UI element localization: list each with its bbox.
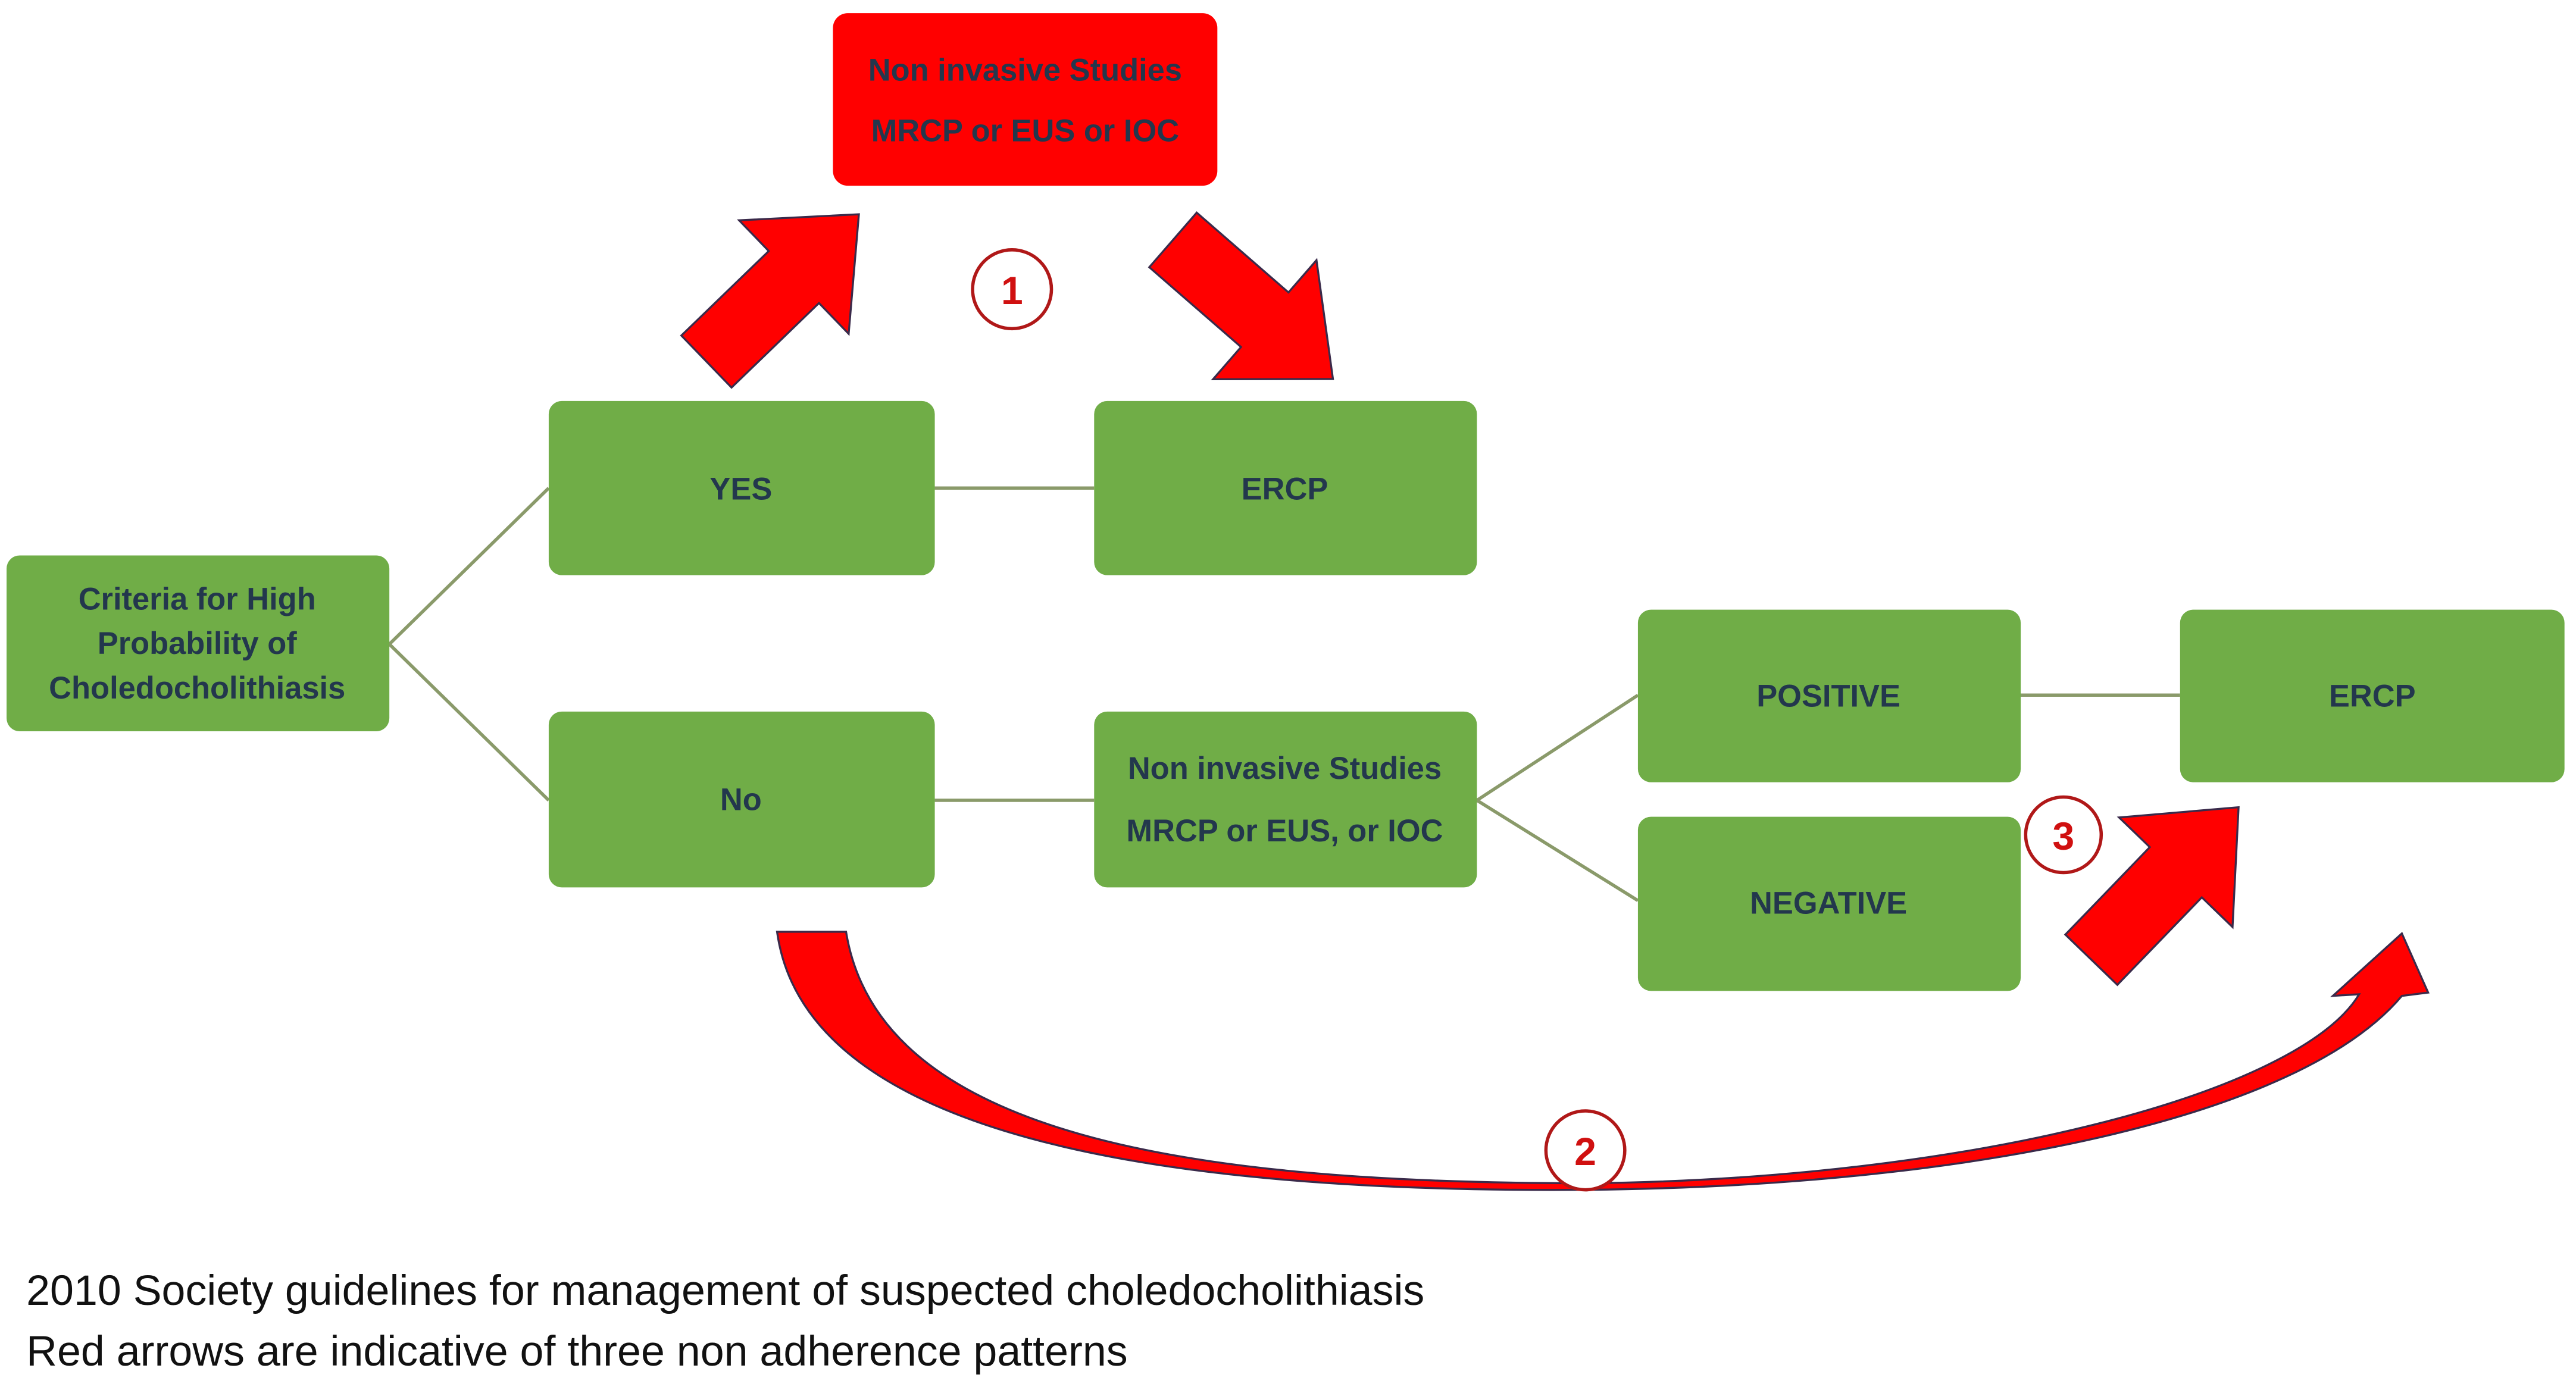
marker-1-label: 1 [1001, 269, 1023, 313]
no-box: No [548, 711, 935, 888]
criteria-line1: Criteria for High [79, 583, 316, 617]
arrow-up-right-icon [680, 213, 860, 389]
marker-3-label: 3 [2052, 815, 2074, 859]
criteria-line2: Probability of [98, 627, 297, 661]
negative-box: NEGATIVE [1637, 816, 2021, 991]
marker-3: 3 [2024, 795, 2103, 875]
caption-line2: Red arrows are indicative of three non a… [26, 1327, 1128, 1375]
negative-label: NEGATIVE [1750, 887, 1907, 921]
non-invasive-line1: Non invasive Studies [1128, 752, 1442, 786]
positive-box: POSITIVE [1637, 609, 2021, 782]
no-label: No [720, 783, 762, 818]
caption-line1: 2010 Society guidelines for management o… [26, 1267, 1424, 1314]
arrow-negative-to-ercp-icon [2064, 806, 2240, 987]
curved-arrow-icon [776, 931, 2430, 1191]
criteria-line3: Choledocholithiasis [49, 671, 345, 706]
ercp-top-label: ERCP [1242, 472, 1328, 507]
non-invasive-red-box: Non invasive Studies MRCP or EUS or IOC [833, 13, 1218, 186]
marker-1: 1 [971, 248, 1053, 331]
criteria-box: Criteria for High Probability of Choledo… [7, 555, 390, 732]
connector-noninvasive-positive [1475, 693, 1639, 802]
non-invasive-red-line1: Non invasive Studies [868, 53, 1182, 87]
connector-noninvasive-negative [1475, 799, 1639, 902]
positive-label: POSITIVE [1756, 680, 1900, 714]
non-invasive-line2: MRCP or EUS, or IOC [1126, 814, 1443, 849]
non-invasive-box: Non invasive Studies MRCP or EUS, or IOC [1094, 711, 1477, 888]
connectors [388, 486, 2180, 902]
ercp-top-box: ERCP [1094, 400, 1477, 575]
yes-label: YES [709, 472, 772, 507]
arrow-down-right-icon [1148, 211, 1334, 381]
ercp-right-box: ERCP [2180, 609, 2565, 782]
connector-criteria-no [388, 643, 550, 801]
non-invasive-red-line2: MRCP or EUS or IOC [871, 114, 1180, 149]
yes-box: YES [548, 400, 935, 575]
ercp-right-label: ERCP [2329, 680, 2416, 714]
marker-2: 2 [1544, 1109, 1627, 1192]
marker-2-label: 2 [1574, 1130, 1596, 1174]
connector-criteria-yes [388, 487, 550, 646]
